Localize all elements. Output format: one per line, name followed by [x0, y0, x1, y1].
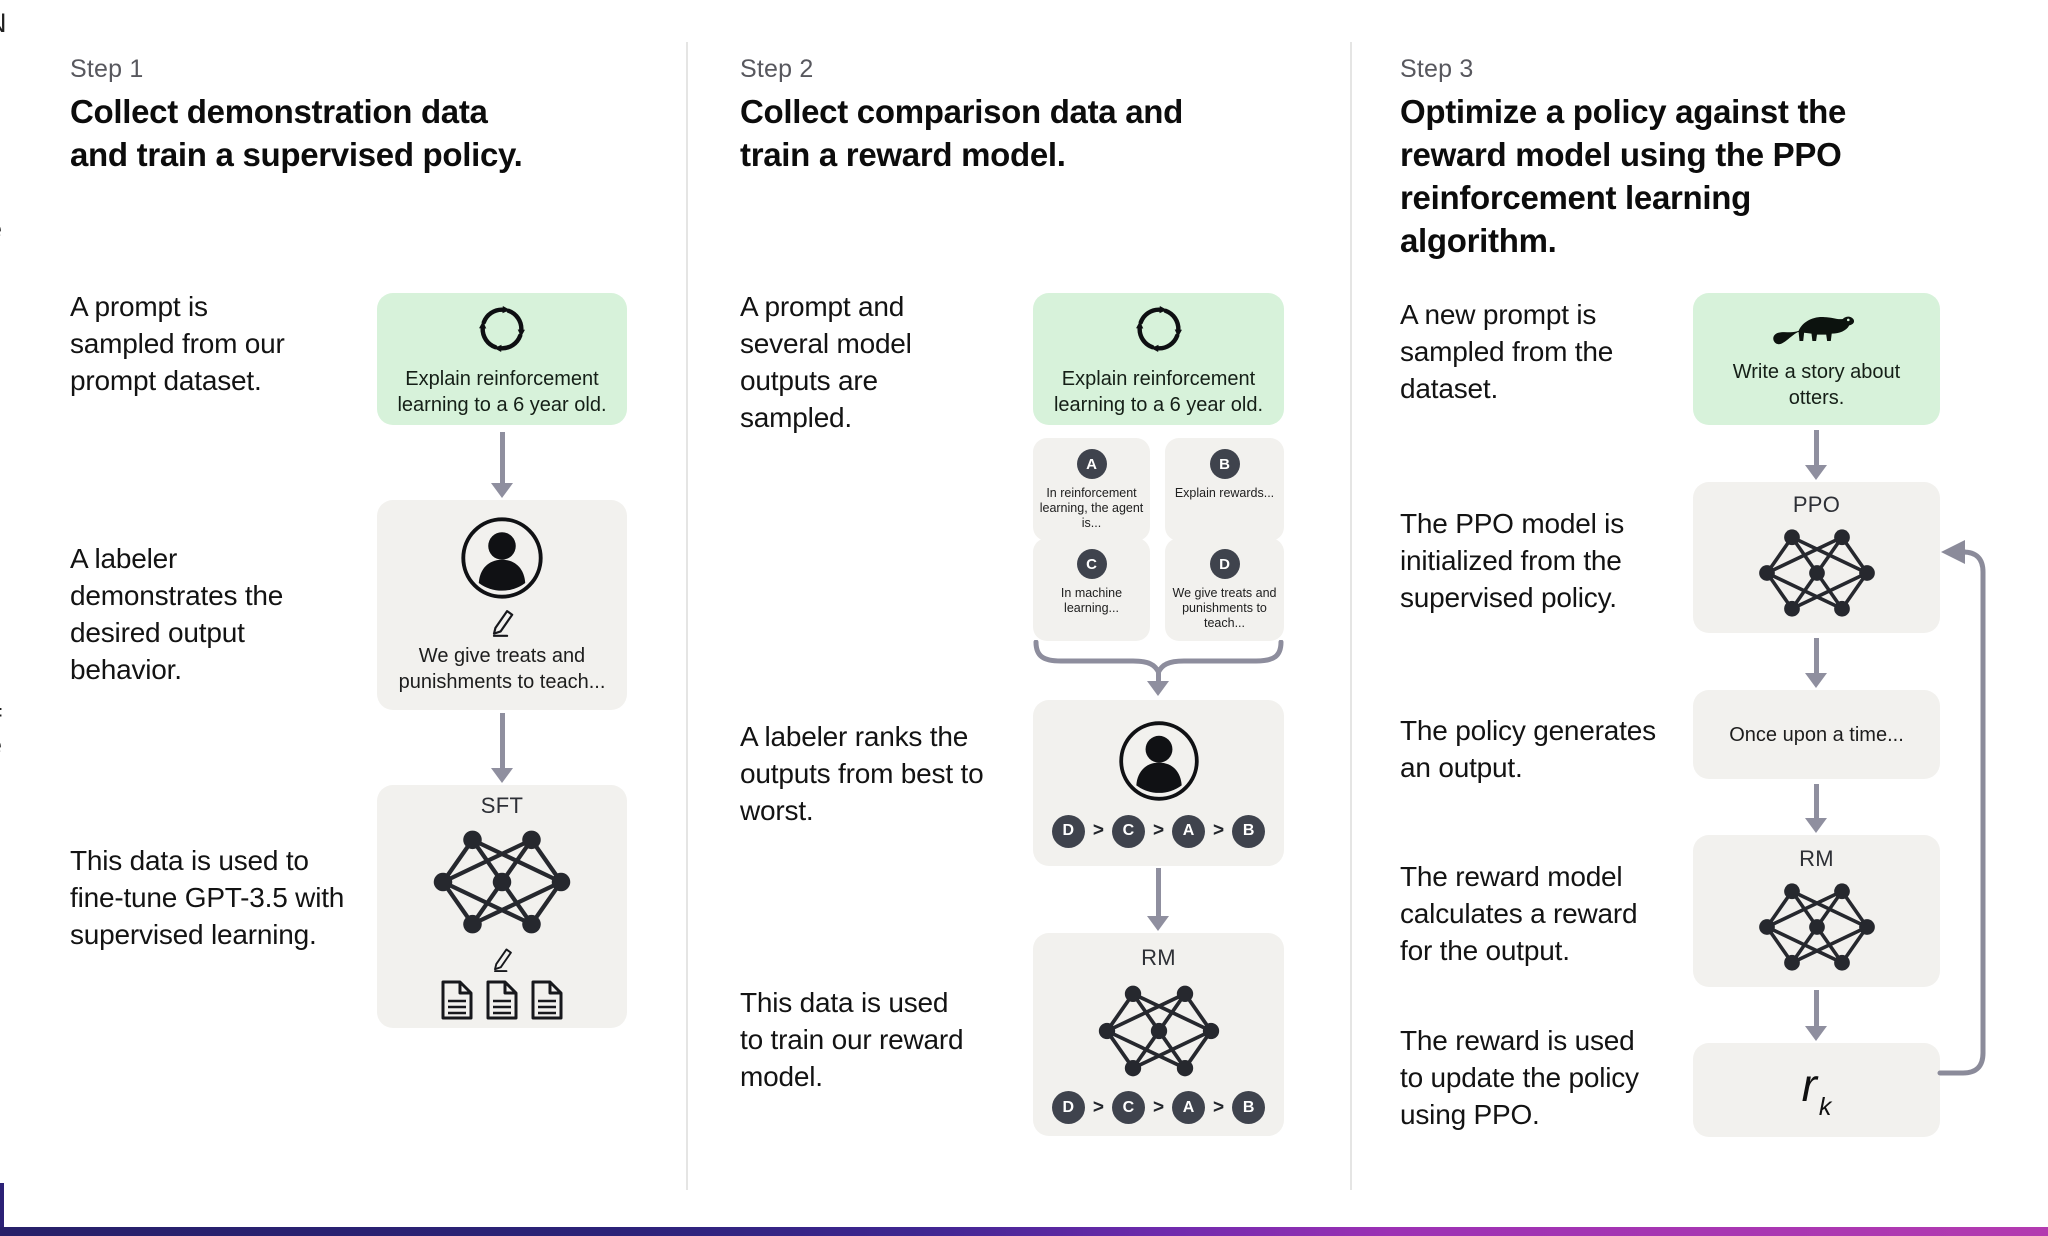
person-icon	[461, 517, 543, 599]
step3-output-box: Once upon a time...	[1693, 690, 1940, 779]
output-d-box: D We give treats and punishments to teac…	[1165, 538, 1284, 641]
step2-label: Step 2	[740, 55, 814, 83]
step2-caption-prompt: A prompt and several model outputs are s…	[740, 291, 912, 433]
greater-than: >	[1213, 820, 1225, 841]
rank-badge: D	[1051, 1091, 1085, 1124]
reward-symbol: rk	[1801, 1059, 1832, 1121]
feedback-loop-arrow-icon	[1937, 540, 1986, 1076]
output-d-text: We give treats and punishments to teach.…	[1172, 586, 1277, 630]
step3-prompt-text: Write a story about otters.	[1732, 361, 1901, 409]
sft-label: SFT	[480, 792, 524, 818]
step3-title: Optimize a policy against the reward mod…	[1400, 93, 1847, 259]
rm-label: RM	[1141, 945, 1176, 970]
greater-than: >	[1152, 820, 1165, 841]
clipped-text-fragment: c	[0, 662, 1, 693]
ranking-row: D > C > A > B	[1051, 814, 1266, 848]
cycle-icon	[1135, 306, 1182, 352]
step1-label: Step 1	[70, 55, 144, 83]
cycle-icon	[479, 306, 525, 352]
rank-badge: B	[1232, 1091, 1266, 1124]
arrow-down-icon	[491, 713, 513, 783]
step3-caption-prompt: A new prompt is sampled from the dataset…	[1400, 299, 1614, 404]
output-a-text: In reinforcement learning, the agent is.…	[1039, 486, 1144, 530]
rank-badge: C	[1111, 814, 1145, 848]
greater-than: >	[1092, 1096, 1104, 1118]
step1-caption-prompt: A prompt is sampled from our prompt data…	[70, 291, 285, 396]
rank-badge: A	[1172, 814, 1206, 848]
arrow-down-icon	[1805, 990, 1827, 1041]
step2-labeler-ranking-box: D > C > A > B	[1033, 700, 1284, 866]
step1-labeler-text: We give treats and punishments to teach.…	[398, 645, 606, 693]
greater-than: >	[1213, 1096, 1225, 1118]
column-divider	[1350, 42, 1352, 1190]
step2-title: Collect comparison data and train a rewa…	[740, 93, 1183, 173]
ppo-label: PPO	[1792, 492, 1841, 517]
otter-icon	[1772, 316, 1854, 345]
arrow-down-icon	[1805, 638, 1827, 688]
neural-network-icon	[1758, 882, 1875, 971]
output-c-box: C In machine learning...	[1033, 538, 1150, 641]
clipped-text-fragment: =	[0, 697, 3, 728]
step3-output-text: Once upon a time...	[1729, 723, 1904, 746]
ranking-row: D > C > A > B	[1051, 1091, 1266, 1124]
neural-network-icon	[433, 830, 571, 933]
step2-caption-ranking: A labeler ranks the outputs from best to…	[740, 721, 984, 826]
step2-rm-model-box: RM D > C > A > B	[1033, 933, 1284, 1136]
arrow-down-icon	[1147, 668, 1169, 696]
step1-title: Collect demonstration data and train a s…	[70, 93, 523, 173]
footer-gradient-bar	[0, 1227, 2048, 1236]
step3-caption-update: The reward is used to update the policy …	[1400, 1025, 1639, 1130]
step2-prompt-text: Explain reinforcement learning to a 6 ye…	[1053, 368, 1264, 416]
documents-icon	[439, 979, 565, 1021]
person-icon	[1118, 720, 1199, 801]
step3-label: Step 3	[1400, 55, 1474, 83]
step3-caption-reward: The reward model calculates a reward for…	[1400, 861, 1638, 966]
step1-prompt-text: Explain reinforcement learning to a 6 ye…	[397, 368, 607, 416]
step3-caption-init: The PPO model is initialized from the su…	[1400, 508, 1624, 613]
clipped-text-fragment: e	[0, 214, 2, 245]
step3-prompt-box: Write a story about otters.	[1693, 293, 1940, 425]
step2-prompt-box: Explain reinforcement learning to a 6 ye…	[1033, 293, 1284, 425]
neural-network-icon	[1758, 529, 1875, 617]
step2-caption-reward: This data is used to train our reward mo…	[740, 987, 964, 1092]
output-c-text: In machine learning...	[1060, 586, 1123, 615]
step3-ppo-model-box: PPO	[1693, 482, 1940, 633]
rank-badge: C	[1111, 1091, 1145, 1124]
step3-rm-model-box: RM	[1693, 835, 1940, 987]
neural-network-icon	[1098, 985, 1219, 1077]
step3-reward-box: rk	[1693, 1043, 1940, 1137]
output-a-badge: A	[1076, 449, 1107, 479]
column-divider	[686, 42, 688, 1190]
step1-caption-finetune: This data is used to fine-tune GPT-3.5 w…	[70, 845, 345, 950]
rm-label: RM	[1799, 845, 1834, 871]
clipped-text-fragment: N	[0, 8, 7, 39]
arrow-down-icon	[1805, 430, 1827, 480]
step1-prompt-box: Explain reinforcement learning to a 6 ye…	[377, 293, 627, 425]
rank-badge: B	[1232, 814, 1266, 848]
output-b-box: B Explain rewards...	[1165, 438, 1284, 541]
arrow-down-icon	[1805, 784, 1827, 833]
arrow-down-icon	[491, 432, 513, 498]
step1-caption-labeler: A labeler demonstrates the desired outpu…	[70, 543, 284, 685]
output-d-badge: D	[1209, 549, 1240, 579]
rank-badge: D	[1051, 814, 1085, 848]
pencil-icon	[492, 610, 514, 637]
clipped-text-fragment: e	[0, 730, 2, 761]
output-c-badge: C	[1076, 549, 1107, 579]
greater-than: >	[1152, 1096, 1165, 1118]
greater-than: >	[1092, 820, 1104, 841]
step3-caption-output: The policy generates an output.	[1400, 715, 1656, 783]
output-b-text: Explain rewards...	[1174, 486, 1275, 500]
arrow-down-icon	[1147, 868, 1169, 931]
pencil-icon	[494, 948, 512, 972]
output-b-badge: B	[1209, 449, 1240, 479]
output-a-box: A In reinforcement learning, the agent i…	[1033, 438, 1150, 541]
rank-badge: A	[1172, 1091, 1206, 1124]
step1-labeler-box: We give treats and punishments to teach.…	[377, 500, 627, 710]
footer-corner-line	[0, 1183, 4, 1236]
step1-sft-model-box: SFT	[377, 785, 627, 1028]
